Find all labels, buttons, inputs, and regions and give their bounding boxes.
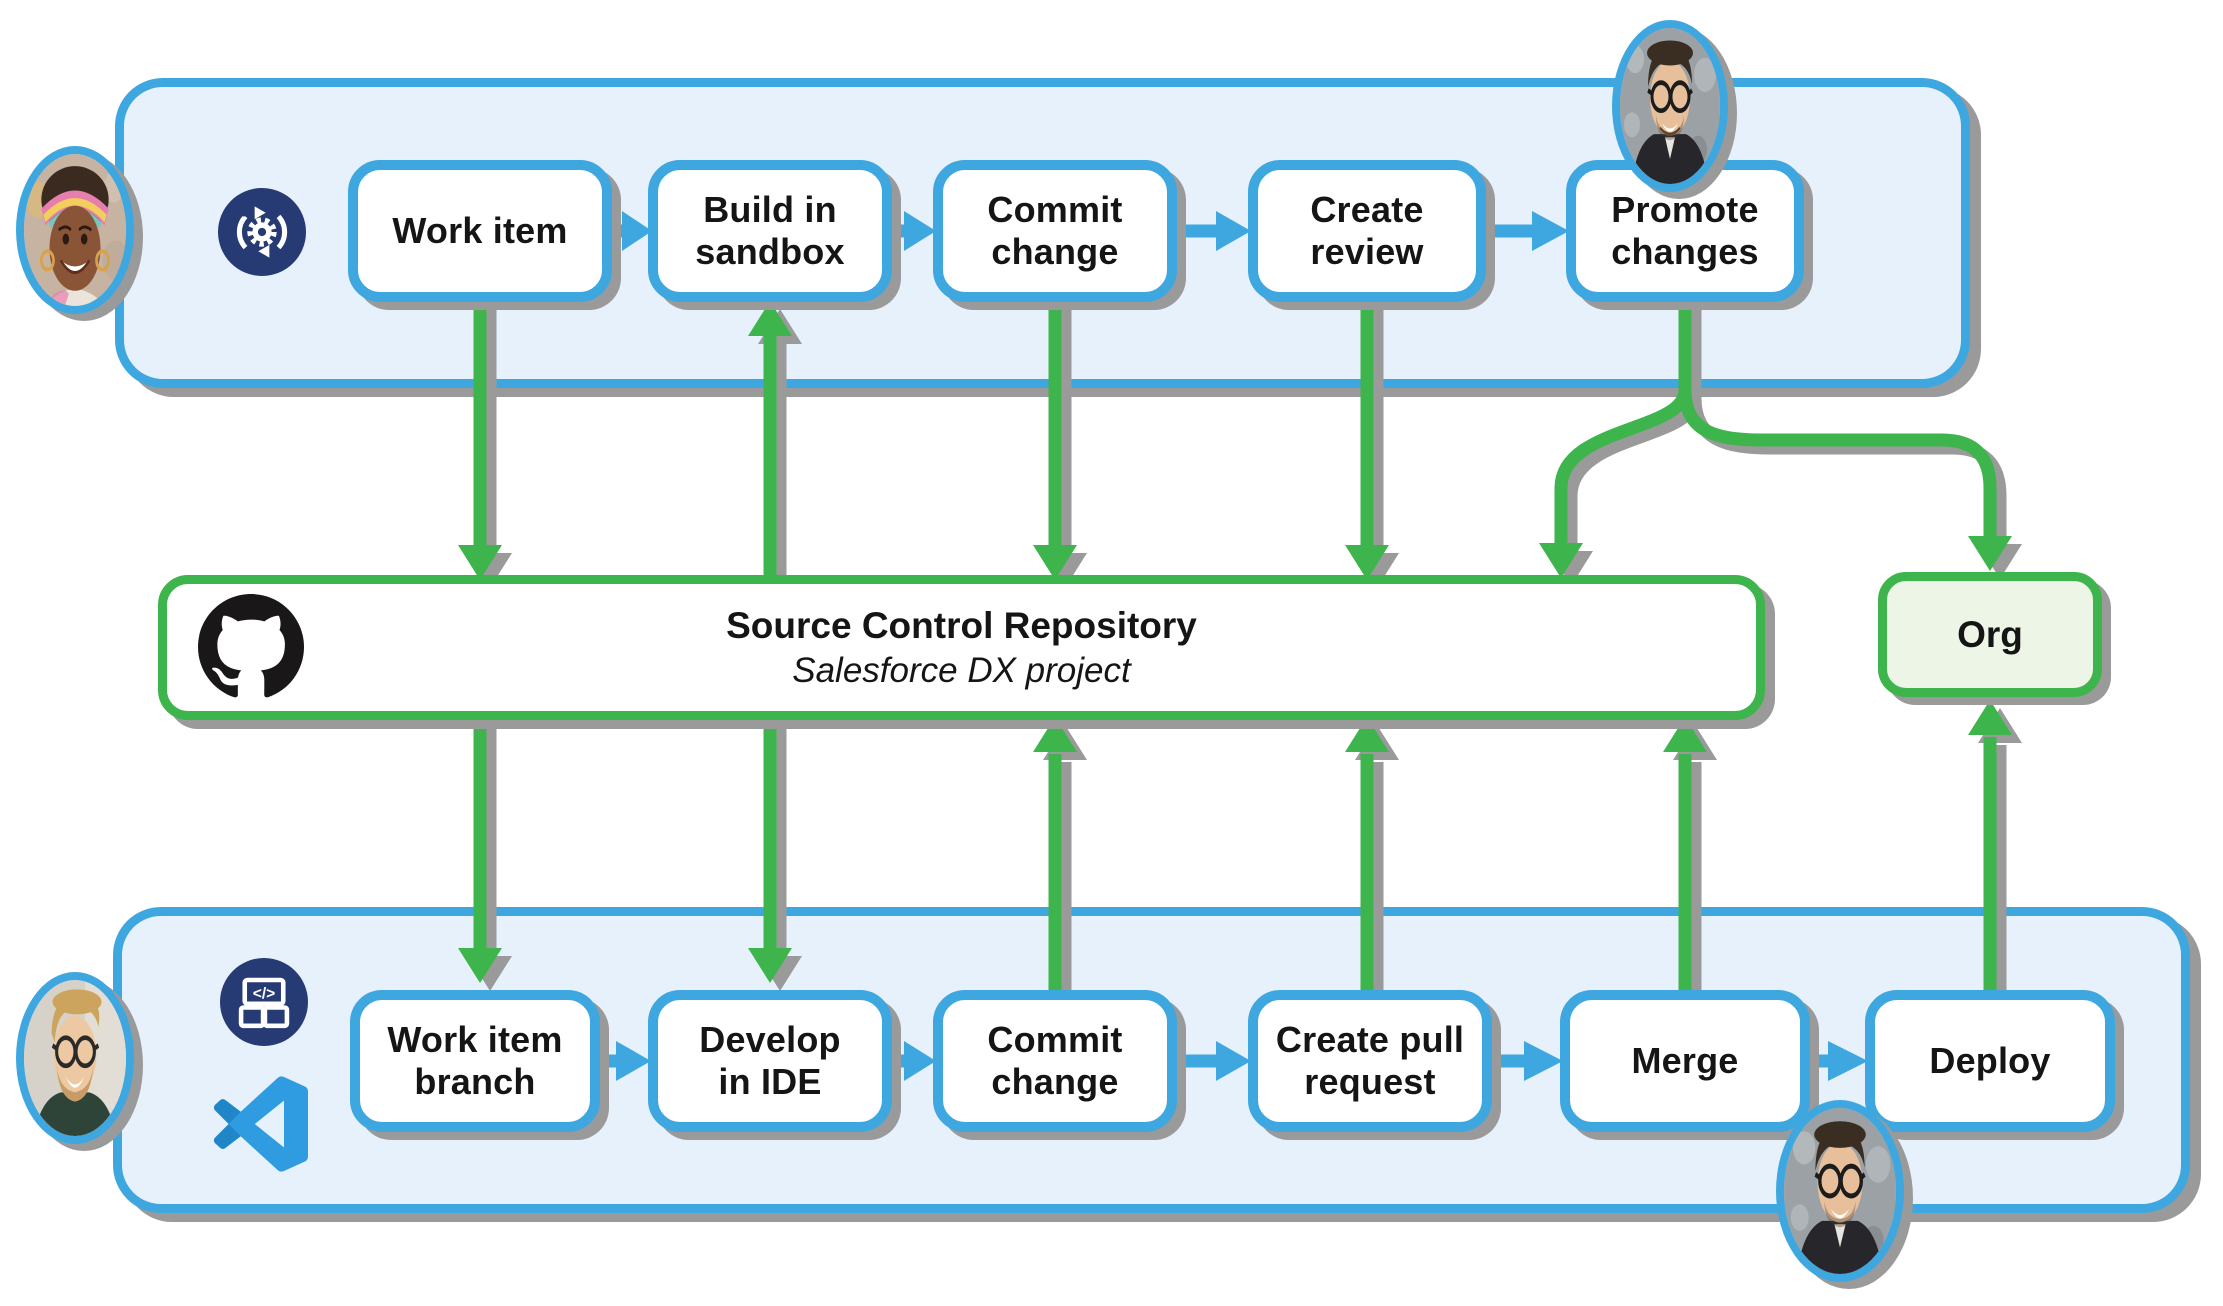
step-work-item: Work item	[348, 160, 612, 302]
step-build-in-sandbox: Build in sandbox	[648, 160, 892, 302]
step-develop-in-ide: Develop in IDE	[648, 990, 892, 1132]
step-create-review: Create review	[1248, 160, 1486, 302]
avatar-admin-woman	[16, 146, 134, 314]
github-icon	[198, 594, 304, 700]
ide-code-glyph: </>	[253, 985, 276, 1002]
org-box: Org	[1878, 572, 2102, 697]
step-commit-change-bottom: Commit change	[933, 990, 1177, 1132]
step-merge: Merge	[1560, 990, 1810, 1132]
step-label: Work item	[392, 209, 568, 251]
repository-title: Source Control Repository	[726, 604, 1197, 646]
vscode-icon	[212, 1076, 308, 1172]
step-label: Build in sandbox	[695, 188, 845, 272]
step-label: Deploy	[1929, 1039, 2051, 1081]
step-label: Work item branch	[387, 1018, 563, 1102]
step-label: Develop in IDE	[699, 1018, 841, 1102]
step-label: Commit change	[987, 188, 1123, 272]
step-commit-change-top: Commit change	[933, 160, 1177, 302]
step-create-pull-request: Create pull request	[1248, 990, 1492, 1132]
source-control-repository: Source Control Repository Salesforce DX …	[158, 575, 1765, 720]
step-label: Create review	[1310, 188, 1424, 272]
step-work-item-branch: Work item branch	[350, 990, 600, 1132]
repository-subtitle: Salesforce DX project	[792, 650, 1131, 690]
ide-window-icon: </>	[220, 958, 308, 1046]
step-deploy: Deploy	[1865, 990, 2115, 1132]
step-label: Promote changes	[1611, 188, 1759, 272]
org-label: Org	[1957, 613, 2023, 655]
avatar-developer-man-top	[1612, 20, 1728, 192]
step-label: Merge	[1631, 1039, 1739, 1081]
step-label: Create pull request	[1275, 1018, 1465, 1102]
avatar-developer-man-bottom	[1776, 1100, 1904, 1282]
agile-cycle-icon	[218, 188, 306, 276]
step-label: Commit change	[987, 1018, 1123, 1102]
avatar-developer-man-blond	[16, 972, 134, 1144]
